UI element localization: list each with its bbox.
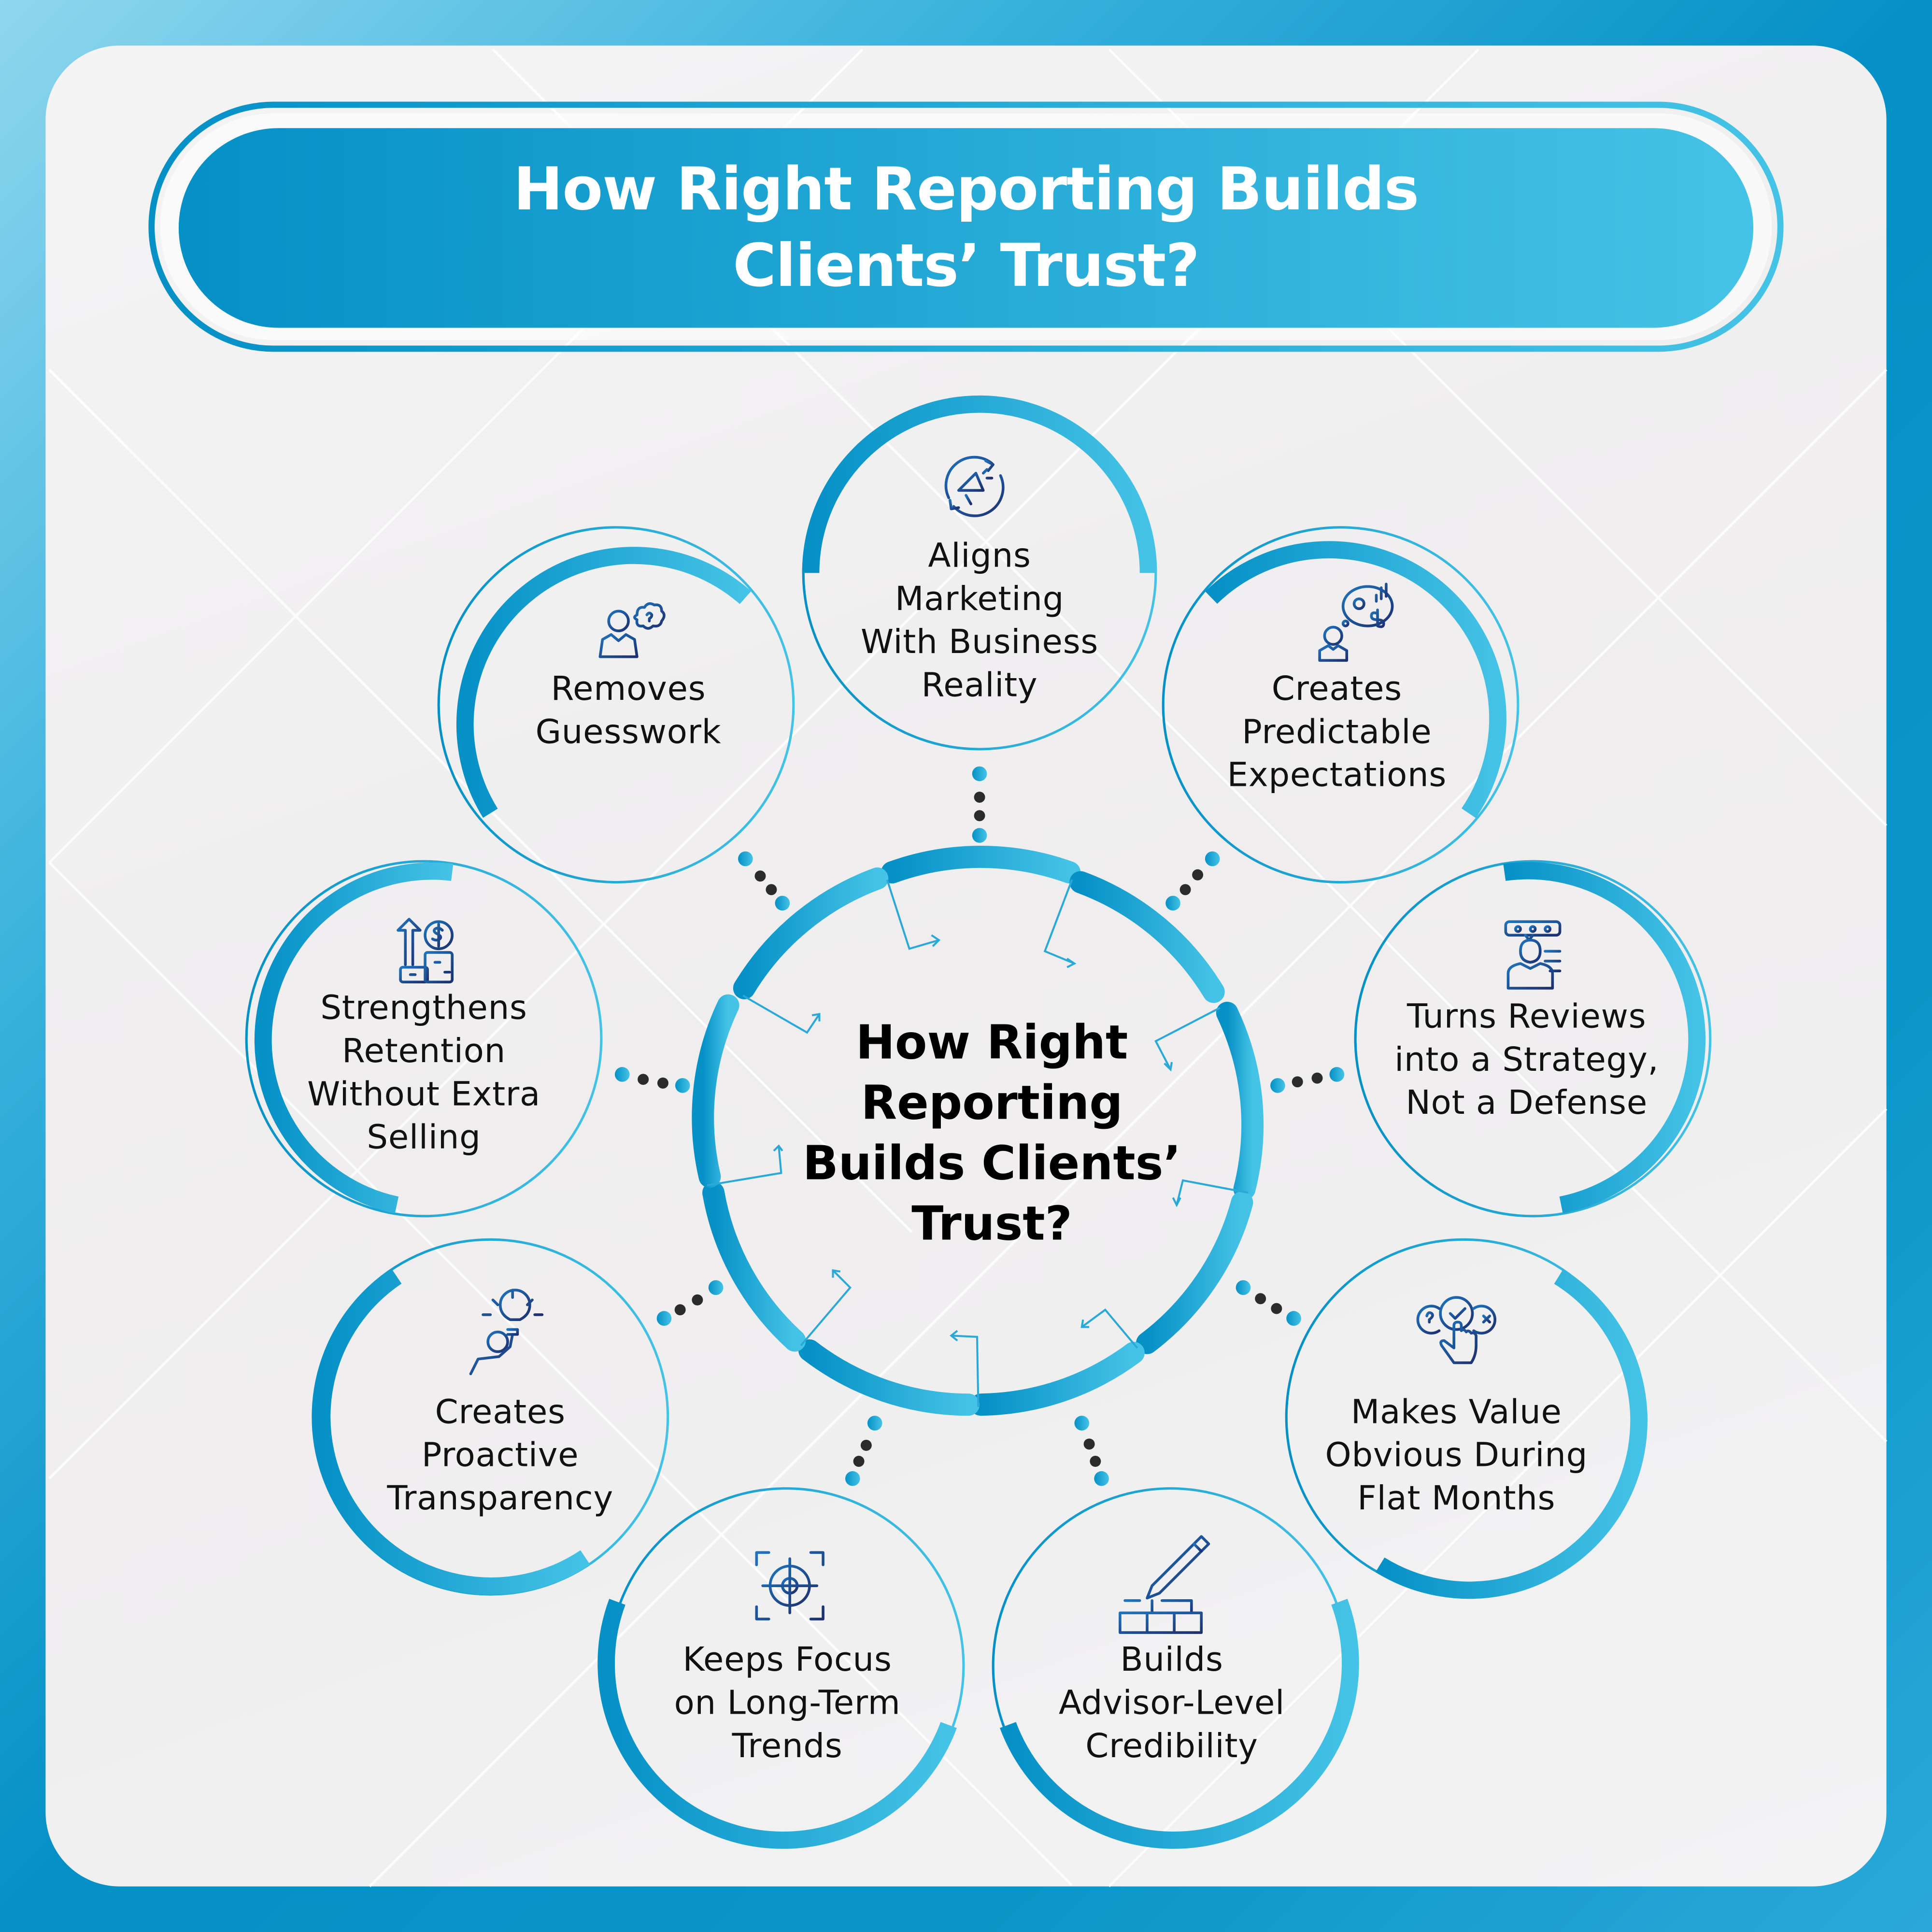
node-line: Credibility [1085, 1727, 1258, 1766]
node-line: Expectations [1227, 756, 1447, 795]
person-thinking-finance-icon [1318, 582, 1394, 662]
node-reviews: Turns Reviews into a Strategy, Not a Def… [1354, 995, 1699, 1125]
node-removes: Removes Guesswork [456, 668, 801, 754]
node-predictable: Creates Predictable Expectations [1165, 668, 1509, 797]
node-line: Turns Reviews [1406, 998, 1647, 1037]
center-line-2: Reporting [861, 1076, 1123, 1130]
content-card [45, 45, 1887, 1887]
title-banner [148, 101, 1784, 352]
title-line-1: How Right Reporting Builds [513, 155, 1419, 225]
person-question-icon [598, 602, 666, 658]
node-line: Creates [435, 1393, 566, 1432]
center-ring-arrows [707, 879, 1249, 1407]
node-credibility: Builds Advisor-Level Credibility [998, 1639, 1345, 1768]
node-line: Selling [367, 1119, 481, 1157]
node-line: Advisor-Level [1058, 1684, 1285, 1723]
node-line: Without Extra [307, 1076, 540, 1114]
node-line: Flat Months [1357, 1479, 1556, 1518]
center-ring [692, 846, 1264, 1416]
node-focus: Keeps Focus on Long-Term Trends [613, 1639, 961, 1768]
node-line: Reality [921, 667, 1038, 705]
hand-choice-icon [1416, 1296, 1497, 1364]
node-line: Makes Value [1350, 1393, 1562, 1432]
center-line-1: How Right [855, 1015, 1128, 1070]
node-line: Aligns [928, 537, 1031, 576]
node-line: Creates [1271, 670, 1402, 709]
node-line: on Long-Term [674, 1684, 901, 1723]
node-rings [245, 395, 1712, 1849]
growth-money-icon [397, 918, 454, 983]
person-rating-icon [1504, 920, 1562, 990]
node-line: Guesswork [535, 713, 722, 752]
center-line-4: Trust? [911, 1196, 1072, 1251]
node-line: Marketing [895, 580, 1065, 619]
page-title: How Right Reporting Builds Clients’ Trus… [179, 128, 1753, 327]
node-value: Makes Value Obvious During Flat Months [1283, 1391, 1630, 1520]
node-line: With Business [861, 623, 1099, 662]
pencil-bricks-icon [1119, 1535, 1210, 1634]
node-line: Predictable [1242, 713, 1432, 752]
target-focus-icon [755, 1551, 824, 1620]
node-line: into a Strategy, [1394, 1041, 1659, 1080]
node-line: Keeps Focus [682, 1641, 892, 1680]
node-line: Strengthens [320, 989, 527, 1028]
connector-dots [614, 766, 1345, 1486]
title-line-2: Clients’ Trust? [733, 231, 1200, 301]
node-line: Builds [1120, 1641, 1223, 1680]
node-transparency: Creates Proactive Transparency [323, 1391, 678, 1520]
node-line: Removes [551, 670, 706, 709]
person-lightbulb-icon [469, 1289, 544, 1376]
node-aligns: Aligns Marketing With Business Reality [807, 535, 1152, 707]
node-line: Retention [342, 1032, 506, 1071]
center-line-3: Builds Clients’ [802, 1136, 1181, 1191]
node-retention: Strengthens Retention Without Extra Sell… [251, 987, 596, 1159]
node-line: Obvious During [1325, 1436, 1588, 1475]
center-hub-text: How Right Reporting Builds Clients’ Trus… [764, 1013, 1220, 1254]
node-line: Transparency [387, 1479, 614, 1518]
node-line: Not a Defense [1406, 1084, 1648, 1122]
megaphone-cycle-icon [944, 455, 1005, 517]
node-line: Trends [732, 1727, 843, 1766]
node-line: Proactive [421, 1436, 579, 1475]
